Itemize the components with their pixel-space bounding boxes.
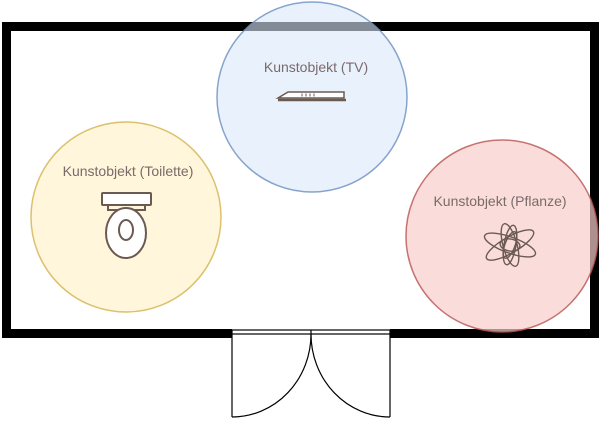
double-door-icon — [231, 329, 391, 418]
plant-icon — [483, 222, 537, 268]
zone-tv[interactable]: Kunstobjekt (TV) — [216, 1, 408, 193]
zone-toilet-label: Kunstobjekt (Toilette) — [63, 163, 194, 179]
zone-plant[interactable]: Kunstobjekt (Pflanze) — [405, 139, 599, 333]
zone-tv-label: Kunstobjekt (TV) — [264, 59, 368, 75]
tv-icon — [275, 91, 346, 102]
zone-toilet[interactable]: Kunstobjekt (Toilette) — [30, 121, 222, 313]
zone-plant-label: Kunstobjekt (Pflanze) — [433, 193, 566, 209]
toilet-icon — [101, 192, 152, 259]
zone-plant-circle — [405, 139, 599, 333]
